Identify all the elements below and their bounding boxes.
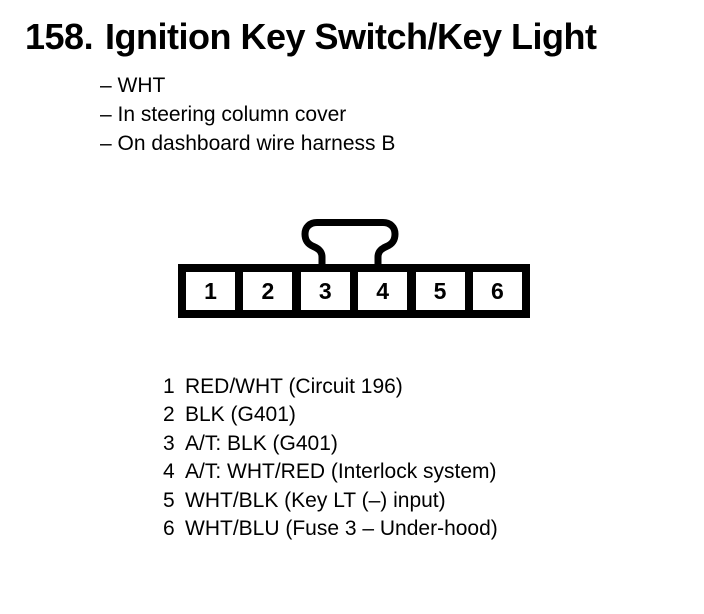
connector-pin-cell-4: 4 [358, 272, 408, 310]
pin-number: 1 [163, 375, 175, 398]
pin-description: A/T: BLK (G401) [185, 431, 338, 455]
pin-row: 4 A/T: WHT/RED (Interlock system) [163, 458, 498, 486]
connector-pin-cell-3: 3 [300, 272, 350, 310]
pin-number: 4 [163, 460, 175, 484]
item-number: 158. [25, 16, 94, 57]
connector-pin-cell-1: 1 [186, 272, 235, 310]
page-title: 158. Ignition Key Switch/Key Light [25, 16, 597, 58]
title-text: Ignition Key Switch/Key Light [105, 16, 597, 57]
pin-number: 2 [163, 403, 175, 427]
pin-row: 1 RED/WHT (Circuit 196) [163, 373, 498, 401]
pin-row: 6 WHT/BLU (Fuse 3 – Under-hood) [163, 515, 498, 543]
detail-line: – In steering column cover [100, 103, 347, 126]
pin-row: 3 A/T: BLK (G401) [163, 430, 498, 458]
pin-number: 6 [163, 517, 175, 541]
pin-row: 5 WHT/BLK (Key LT (–) input) [163, 487, 498, 515]
pin-row: 2 BLK (G401) [163, 401, 498, 429]
detail-line: – WHT [100, 74, 166, 97]
pin-description: RED/WHT (Circuit 196) [185, 375, 403, 398]
connector-pin-cell-5: 5 [415, 272, 465, 310]
connector-pin-cell-2: 2 [243, 272, 293, 310]
pin-description: BLK (G401) [185, 403, 296, 427]
pin-description: WHT/BLK (Key LT (–) input) [185, 488, 446, 512]
connector-latch-tab-icon [301, 219, 399, 267]
pin-description: WHT/BLU (Fuse 3 – Under-hood) [185, 517, 498, 541]
connector-pin-cell-6: 6 [472, 272, 522, 310]
pin-number: 3 [163, 431, 175, 455]
pin-number: 5 [163, 488, 175, 512]
pin-list: 1 RED/WHT (Circuit 196) 2 BLK (G401) 3 A… [163, 373, 498, 543]
pin-description: A/T: WHT/RED (Interlock system) [185, 460, 497, 484]
detail-list: – WHT – In steering column cover – On da… [100, 71, 395, 158]
connector-diagram: 1 2 3 4 5 6 [178, 264, 530, 318]
detail-line: – On dashboard wire harness B [100, 132, 396, 155]
